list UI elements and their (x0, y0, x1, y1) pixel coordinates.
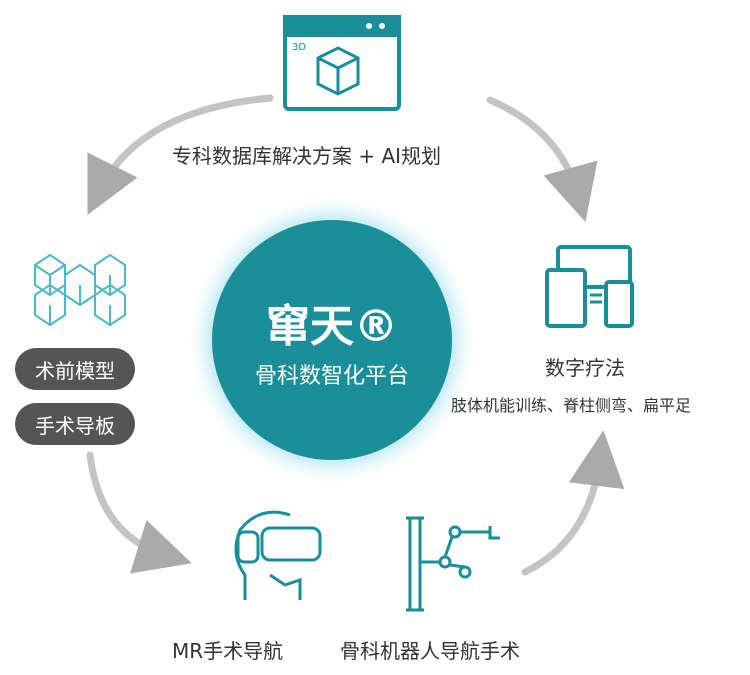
robot-navigation-label: 骨科机器人导航手术 (340, 639, 520, 663)
database-ai-label: 专科数据库解决方案 + AI规划 (172, 144, 442, 168)
surgical-guide-pill: 手术导板 (15, 403, 135, 445)
arrow-bottom-left (86, 451, 192, 574)
cycle-arrows (86, 94, 625, 576)
models-cubes-icon (34, 253, 126, 327)
surgical-robot-icon (406, 516, 500, 612)
mr-navigation-label: MR手术导航 (172, 639, 284, 663)
platform-subtitle: 骨科数智化平台 (254, 364, 409, 389)
svg-text:3D: 3D (292, 42, 306, 53)
center-platform-circle: 窜天® 骨科数智化平台 (212, 220, 452, 460)
arrow-top-left (87, 94, 274, 216)
vr-headset-icon (234, 510, 322, 600)
devices-icon (545, 245, 634, 328)
arrow-bottom-right (521, 430, 625, 576)
digital-therapy-title: 数字疗法 (545, 356, 625, 380)
preop-model-pill: 术前模型 (15, 348, 135, 390)
platform-title: 窜天® (266, 301, 398, 352)
3d-window-icon: 3D (283, 15, 401, 111)
digital-therapy-subtitle: 肢体机能训练、脊柱侧弯、扁平足 (451, 396, 692, 415)
arrow-top-right (486, 96, 598, 222)
